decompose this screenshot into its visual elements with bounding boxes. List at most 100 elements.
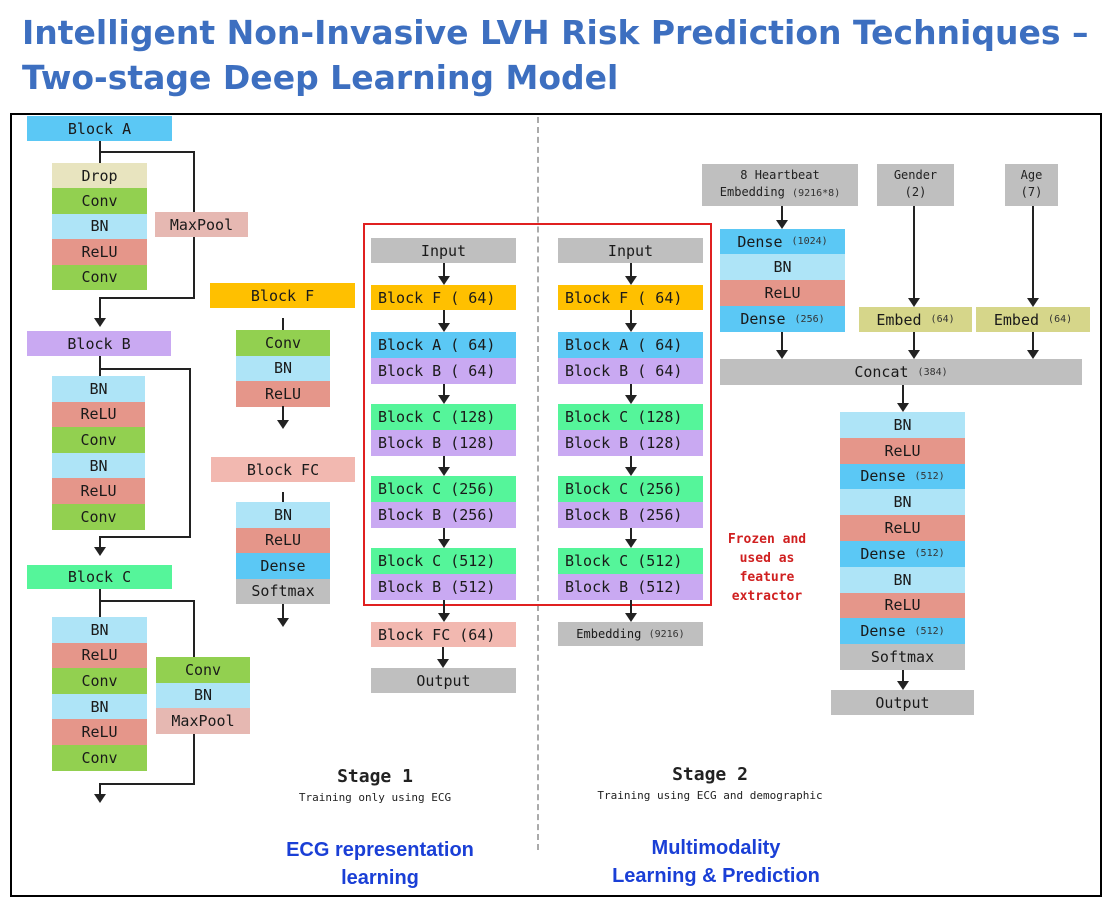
stage2-block-0-label: Block F ( 64): [565, 288, 683, 307]
stage2-sub: Training using ECG and demographic: [597, 789, 823, 802]
block-c-skip-top: [99, 600, 194, 602]
head-layer-8: Dense (512): [840, 618, 965, 645]
frozen-line-4: extractor: [731, 589, 803, 604]
block-f-layer-1-label: BN: [273, 359, 293, 378]
stage1-output: Output: [371, 668, 516, 693]
gender-arrow: [908, 206, 920, 307]
frozen-line-2: used as: [739, 551, 795, 566]
head-layer-1: ReLU: [840, 437, 965, 464]
stage1-block-5: Block C (256): [371, 476, 516, 502]
block-b-layer-0-label: BN: [89, 379, 108, 398]
stage2-block-8: Block B (512): [558, 574, 703, 600]
stage1-label: Stage 1: [337, 766, 413, 787]
block-b-skip-top: [99, 368, 190, 370]
block-f-out-arrow: [277, 406, 289, 429]
block-fc-layer-1: ReLU: [236, 527, 330, 553]
head-layer-1-label: ReLU: [884, 441, 921, 460]
block-a-layer-4-label: Conv: [81, 268, 118, 287]
head-layer-2: Dense (512): [840, 463, 965, 490]
stage2-block-8-label: Block B (512): [565, 578, 683, 596]
mm-dense2: Dense (256): [720, 306, 845, 332]
block-c-layer-3-label: BN: [90, 697, 109, 716]
stage1-input: Input: [371, 238, 516, 263]
block-f-header: Block F: [210, 283, 355, 308]
stage1-arrow-out: [437, 647, 449, 668]
stage1-arrow-5: [437, 600, 450, 622]
stage2-input: Input: [558, 238, 703, 263]
stage2-block-6: Block B (256): [558, 502, 703, 528]
age-dim: (7): [1020, 185, 1043, 199]
stage2-block-1-label: Block A ( 64): [565, 336, 683, 354]
block-c-skip-right: [193, 600, 195, 657]
block-b-layer-3: BN: [52, 452, 145, 479]
stage1-sub: Training only using ECG: [298, 791, 452, 804]
stage2-block-4-label: Block B (128): [565, 434, 683, 452]
block-c-layer-2: Conv: [52, 668, 147, 694]
stage1-block-6-label: Block B (256): [378, 506, 496, 524]
page-title: Intelligent Non-Invasive LVH Risk Predic…: [22, 10, 1102, 100]
block-c-layer-3: BN: [52, 693, 147, 720]
block-c-side-1: BN: [156, 682, 250, 708]
stage1-block-5-label: Block C (256): [378, 480, 496, 498]
block-c-layer-0-label: BN: [90, 620, 109, 639]
head-layer-6-label: BN: [893, 570, 912, 589]
head-layer-9: Softmax: [840, 644, 965, 670]
block-f-in-line: [282, 318, 284, 330]
gender-dim: (2): [904, 185, 927, 199]
mm-bn-label: BN: [773, 258, 792, 276]
block-b-layer-2-label: Conv: [80, 430, 117, 449]
head-layer-3: BN: [840, 489, 965, 516]
block-a-layer-0-label: Drop: [81, 166, 118, 185]
block-b-layer-5-label: Conv: [80, 507, 117, 526]
mm-output-label: Output: [875, 693, 930, 712]
frozen-note: Frozen and used as feature extractor: [718, 530, 816, 606]
block-a-layer-0: Drop: [52, 163, 147, 189]
stage2-block-2: Block B ( 64): [558, 358, 703, 384]
block-b-layer-1: ReLU: [52, 401, 145, 428]
block-fc-layer-0: BN: [236, 502, 330, 528]
block-a-out-arrow: [94, 297, 106, 327]
stage2-embedding-label: Embedding: [576, 627, 642, 641]
block-fc-header-label: Block FC: [246, 460, 320, 479]
mm-bn: BN: [720, 254, 845, 280]
gender-label: Gender: [893, 168, 938, 182]
block-a-layer-3-label: ReLU: [81, 242, 118, 261]
block-a-header: Block A: [27, 116, 172, 141]
frozen-line-1: Frozen and: [727, 532, 807, 547]
frozen-region: [363, 223, 712, 606]
block-b-layer-1-label: ReLU: [80, 405, 117, 424]
stage1-arrow-0: [437, 263, 450, 285]
gender-input: Gender (2): [877, 164, 954, 206]
stage1-block-2-label: Block B ( 64): [378, 362, 496, 380]
head-layer-2-label: Dense: [860, 467, 906, 486]
stage1-block-0-label: Block F ( 64): [378, 288, 496, 307]
stage1-fc: Block FC (64): [371, 622, 516, 647]
block-a-layer-2-label: BN: [90, 217, 109, 236]
block-c-layer-0: BN: [52, 617, 147, 643]
block-c-side-2-label: MaxPool: [171, 711, 235, 730]
block-fc-layer-3-label: Softmax: [251, 582, 315, 601]
head-layer-5: Dense (512): [840, 541, 965, 567]
block-fc-out-arrow: [277, 604, 289, 627]
head-layer-8-label: Dense: [860, 622, 906, 641]
stage2-block-5: Block C (256): [558, 476, 703, 502]
age-embed: Embed (64): [976, 307, 1090, 332]
head-layer-7: ReLU: [840, 592, 965, 619]
block-b-skip-bottom: [99, 536, 191, 538]
block-c-side-2: MaxPool: [156, 708, 250, 734]
heartbeat-line2-text: Embedding: [719, 185, 785, 199]
gender-embed-label: Embed: [876, 310, 922, 329]
block-c-layer-1: ReLU: [52, 642, 147, 669]
stage1-block-3: Block C (128): [371, 404, 516, 430]
heartbeat-arrow: [776, 206, 788, 229]
block-b-layer-0: BN: [52, 376, 145, 402]
block-a-skip-top: [99, 151, 194, 153]
block-c-layer-5-label: Conv: [81, 748, 118, 767]
stage1-block-6: Block B (256): [371, 502, 516, 528]
stage2-arrow-2: [624, 384, 637, 404]
head-layer-4-label: ReLU: [884, 519, 921, 538]
stage2-arrow-4: [624, 528, 637, 548]
mm-dense1-dim: (1024): [791, 236, 828, 247]
block-b-layer-2: Conv: [52, 427, 145, 453]
stage2-block-3-label: Block C (128): [565, 408, 683, 426]
